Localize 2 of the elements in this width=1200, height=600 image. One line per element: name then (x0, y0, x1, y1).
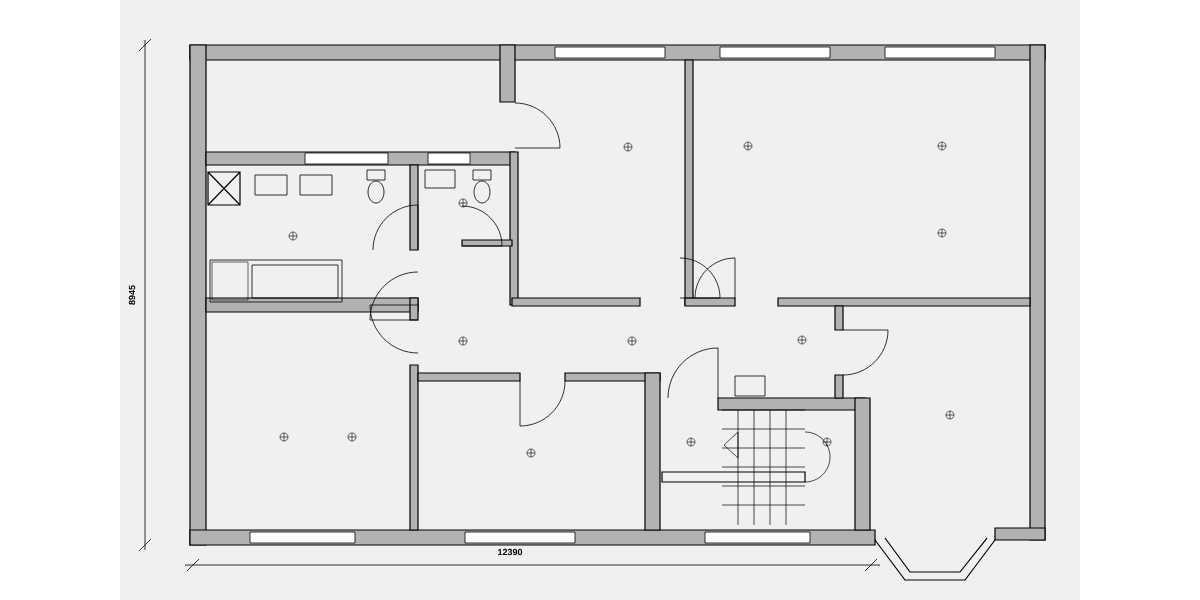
dimension-label: 8945 (128, 285, 136, 305)
dimension-label: 12390 (498, 548, 523, 556)
